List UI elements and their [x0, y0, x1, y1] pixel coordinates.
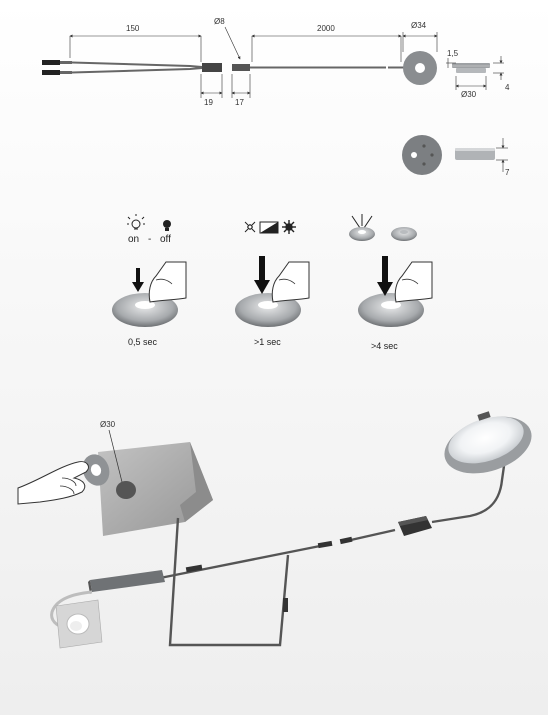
dim-7: 7 — [505, 168, 510, 177]
cutout-diameter-label: Ø30 — [100, 420, 116, 429]
duration-0-5-sec: 0,5 sec — [128, 337, 158, 347]
cable-connector — [339, 536, 353, 545]
touch-diagram-2: >1 sec — [235, 256, 310, 347]
bulb-off-icon — [163, 220, 171, 231]
sensor-center — [415, 63, 425, 73]
installation-illustration: Ø30 — [17, 411, 532, 649]
separator-label: - — [148, 234, 151, 245]
sensor-lit-icon — [349, 214, 375, 241]
sensor-profile — [452, 63, 490, 73]
sensor-disk-in-hand — [82, 454, 110, 486]
off-label: off — [160, 234, 171, 245]
touch-diagram-3: >4 sec — [358, 256, 433, 351]
cable-connector — [317, 540, 333, 549]
cable-connector — [283, 598, 288, 612]
hand-icon — [17, 461, 89, 505]
duration-1-sec: >1 sec — [254, 337, 281, 347]
dimming-ramp-icon — [259, 221, 279, 234]
wire-a — [71, 61, 203, 68]
bright-light-icon — [282, 220, 296, 234]
dim-4: 4 — [505, 83, 510, 92]
dim-17: 17 — [235, 98, 244, 107]
mode3-icons — [349, 214, 417, 241]
sensor-back-view — [402, 135, 442, 175]
sensor-side-view: 7 — [455, 138, 510, 177]
finger-icon — [148, 261, 187, 303]
plug-connector-b — [42, 70, 60, 75]
finger-icon — [271, 261, 310, 303]
cutout-hole — [116, 481, 136, 499]
dim-light-icon — [244, 221, 256, 233]
dim-diameter-8: Ø8 — [214, 17, 225, 26]
duration-4-sec: >4 sec — [371, 341, 398, 351]
cable-sleeve — [232, 64, 250, 71]
cable-connector — [185, 564, 203, 573]
wiring — [159, 465, 506, 647]
plug-connector-a — [42, 60, 60, 65]
wire-b — [71, 67, 203, 74]
touch-diagram-1: 0,5 sec — [112, 261, 187, 347]
mode2-icons — [244, 220, 296, 234]
finger-icon — [394, 261, 433, 303]
dim-150: 150 — [126, 24, 140, 33]
dim-2000: 2000 — [317, 24, 335, 33]
on-label: on — [128, 234, 139, 245]
dim-19: 19 — [204, 98, 213, 107]
led-driver — [88, 570, 165, 594]
bulb-on-icon — [127, 214, 145, 230]
mode1-icons: on - off — [127, 214, 171, 245]
sensor-off-icon — [391, 227, 417, 241]
dim-diameter-34: Ø34 — [411, 21, 427, 30]
cable-drawing: 150 Ø8 2000 Ø34 19 17 1,5 4 Ø30 — [42, 17, 510, 107]
wall-socket — [55, 599, 103, 649]
dim-1-5: 1,5 — [447, 49, 459, 58]
sensor-junction-box — [398, 516, 432, 536]
dim-diameter-30: Ø30 — [461, 90, 477, 99]
connector-sleeve — [202, 63, 222, 72]
mounting-panel — [98, 442, 213, 536]
recessed-lamp — [444, 411, 532, 474]
